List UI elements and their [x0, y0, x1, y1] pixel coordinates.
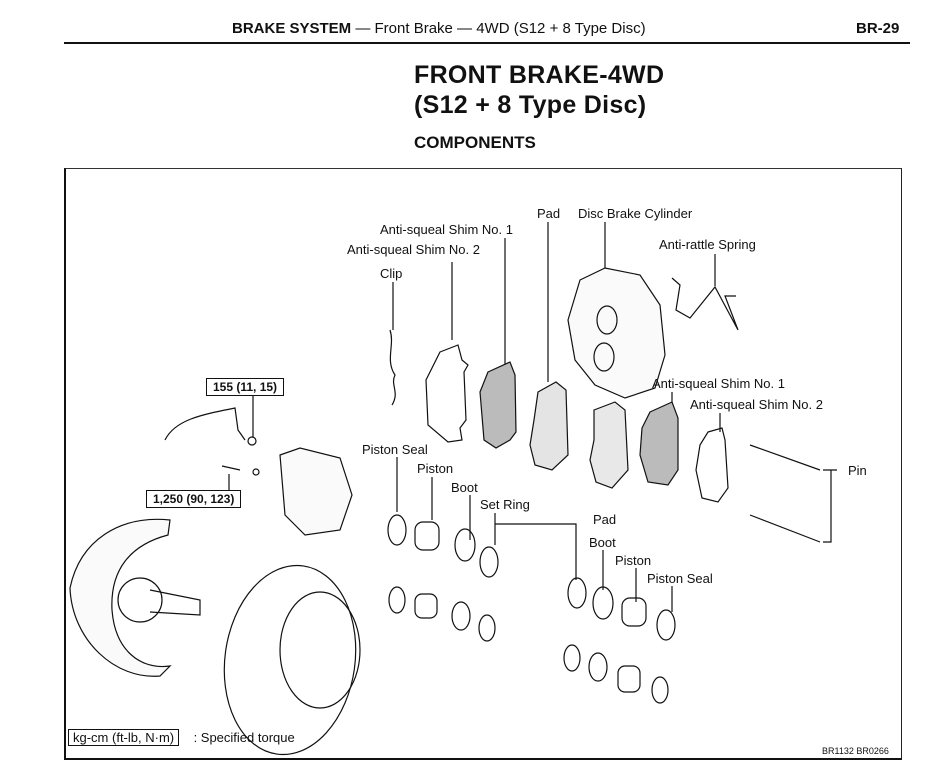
shim2-right-part — [696, 428, 728, 502]
caliper-part — [568, 268, 665, 398]
label-boot-right: Boot — [589, 535, 616, 550]
label-pad-top: Pad — [537, 206, 561, 221]
label-anti-squeal-shim-1-left: Anti-squeal Shim No. 1 — [380, 222, 513, 237]
label-disc-brake-cylinder: Disc Brake Cylinder — [578, 206, 693, 221]
label-anti-squeal-shim-1-right: Anti-squeal Shim No. 1 — [652, 376, 785, 391]
brake-line-part — [165, 408, 245, 440]
label-piston-seal-right: Piston Seal — [647, 571, 713, 586]
label-piston-right: Piston — [615, 553, 652, 568]
title-line-1: FRONT BRAKE-4WD — [414, 61, 665, 89]
label-clip: Clip — [380, 266, 403, 281]
caliper-small-part — [280, 448, 352, 535]
leader-pin — [823, 470, 837, 542]
knuckle-dust-cover-part — [70, 519, 170, 676]
torque-spec-caliper-bolt: 1,250 (90, 123) — [146, 490, 242, 508]
diagram-frame — [64, 168, 902, 760]
label-pin: Pin — [848, 463, 867, 478]
pin-lower — [750, 515, 820, 542]
label-anti-squeal-shim-2-left: Anti-squeal Shim No. 2 — [347, 242, 480, 257]
legend-unit-box: kg-cm (ft-lb, N·m) — [68, 729, 180, 746]
antirattle-spring-part — [672, 278, 738, 330]
page-title: FRONT BRAKE-4WD (S12 + 8 Type Disc) — [414, 60, 664, 120]
label-anti-squeal-shim-2-right: Anti-squeal Shim No. 2 — [690, 397, 823, 412]
section-subtitle: COMPONENTS — [414, 133, 536, 152]
spindle-part — [150, 590, 200, 615]
disc-rotor-part — [212, 557, 367, 763]
legend-description: : Specified torque — [193, 730, 295, 745]
shim2-left-part — [426, 345, 468, 442]
figure-code: BR1132 BR0266 — [822, 746, 889, 756]
clip-part — [390, 330, 395, 405]
header-rule — [64, 42, 910, 44]
label-boot-left: Boot — [451, 480, 478, 495]
label-anti-rattle-spring: Anti-rattle Spring — [659, 237, 756, 252]
running-header: BRAKE SYSTEM — Front Brake — 4WD (S12 + … — [232, 20, 646, 37]
label-set-ring: Set Ring — [480, 497, 530, 512]
pin-upper — [750, 445, 820, 470]
pad-bottom-part — [590, 402, 628, 488]
header-subsection: — Front Brake — 4WD (S12 + 8 Type Disc) — [351, 20, 646, 37]
label-pad-bottom: Pad — [593, 512, 617, 527]
shim1-right-part — [640, 402, 678, 485]
pad-top-part — [530, 382, 568, 470]
page-number: BR-29 — [856, 20, 900, 37]
torque-spec-brake-line: 155 (11, 15) — [206, 378, 285, 396]
label-piston-seal-left: Piston Seal — [362, 442, 428, 457]
label-piston-left: Piston — [417, 461, 454, 476]
header-section: BRAKE SYSTEM — [232, 20, 352, 37]
shim1-left-part — [480, 362, 516, 448]
caliper-bolt-part — [222, 466, 240, 470]
torque-legend: kg-cm (ft-lb, N·m) : Specified torque — [68, 729, 295, 747]
leader-set-ring — [495, 513, 576, 580]
title-line-2: (S12 + 8 Type Disc) — [414, 91, 647, 119]
